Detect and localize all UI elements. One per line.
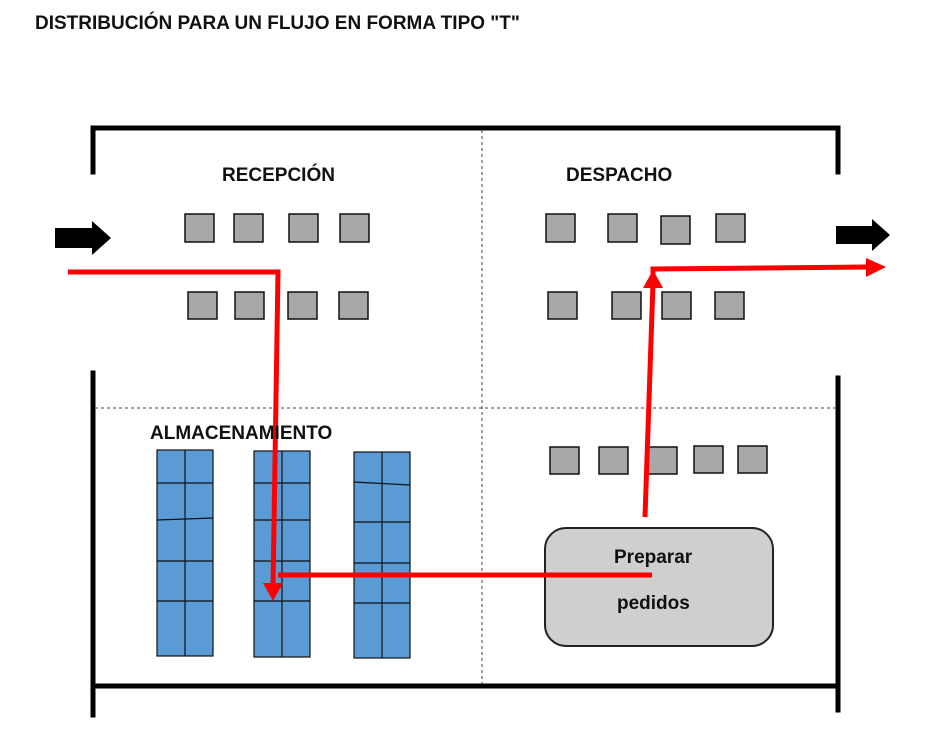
zone-label-recepcion: RECEPCIÓN [222,165,335,186]
pallet-box [547,291,578,320]
pallet-box [661,291,692,320]
pallet-box [233,213,264,243]
storage-rack [156,449,214,657]
pallet-box [184,213,215,243]
entry-arrow-icon [55,221,111,255]
flow-arrowhead-right-icon [866,258,886,277]
pallet-box [234,291,265,320]
pallet-box [693,445,724,474]
dispatch-boxes [545,213,746,320]
zone-label-almacenamiento: ALMACENAMIENTO [150,423,333,444]
pallet-box [607,213,638,243]
reception-boxes [184,213,370,320]
pallet-box [545,213,576,243]
prepare-orders-box [544,527,774,647]
prep-box-line2: pedidos [617,593,690,614]
pallet-box [549,446,580,475]
storage-rack [253,450,311,658]
dividers [95,130,838,684]
pallet-box [611,291,642,320]
pallet-box [598,446,629,475]
pallet-box [338,291,369,320]
page-title: DISTRIBUCIÓN PARA UN FLUJO EN FORMA TIPO… [35,13,520,34]
flow-arrowhead-up-icon [643,270,663,288]
storage-rack [353,451,411,659]
pallet-box [714,291,745,320]
inbound-flow-line [68,269,281,589]
pallet-box [660,215,691,245]
top-wall [90,125,841,175]
walls [90,125,841,718]
zone-label-despacho: DESPACHO [566,165,673,186]
pallet-box [715,213,746,243]
pallet-box [287,291,318,320]
pallet-box [187,291,218,320]
prep-box-line1: Preparar [614,547,693,568]
pallet-box [647,446,678,475]
exit-arrow-icon [836,219,890,251]
outbound-flow-line [642,264,869,518]
pallet-box [288,213,319,243]
storage-racks [156,449,411,659]
pallet-box [737,445,768,474]
flow-arrowhead-down-icon [263,583,283,601]
pallet-box [339,213,370,243]
prep-area-boxes [549,445,768,475]
